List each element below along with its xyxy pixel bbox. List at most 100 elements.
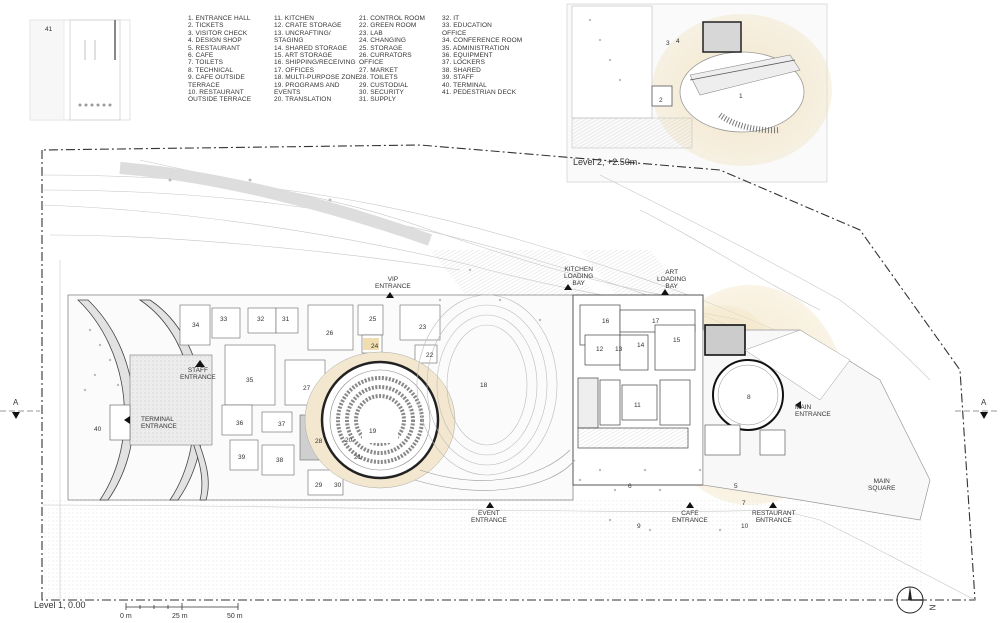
legend-entry: 2. TICKETS xyxy=(188,22,224,30)
entrance-hall-core xyxy=(704,324,851,456)
room-number: 8 xyxy=(747,394,751,401)
section-label-right: A xyxy=(981,398,987,407)
changing-room xyxy=(363,338,379,350)
room-number: 31 xyxy=(282,316,290,323)
legend-entry: 28. TOILETS xyxy=(359,74,398,82)
plaza-paving xyxy=(42,500,922,600)
room-number: 25 xyxy=(369,316,377,323)
legend-entry: 6. CAFE xyxy=(188,52,214,60)
legend-entry: 11. KITCHEN xyxy=(274,15,314,22)
scale-0: 0 m xyxy=(120,613,132,620)
room-number: 10 xyxy=(741,523,749,530)
legend-entry: 3. VISITOR CHECK xyxy=(188,29,248,37)
level-2-title: Level 2, +2.50m xyxy=(573,157,638,167)
legend-entry: 36. EQUIPMENT xyxy=(442,52,493,60)
site-boundary xyxy=(41,144,976,601)
legend-entry: 1. ENTRANCE HALL xyxy=(188,15,251,22)
room-number: 4 xyxy=(676,38,680,45)
legend-entry: 40. TERMINAL xyxy=(442,81,487,89)
section-label-left: A xyxy=(13,398,19,407)
event-hall xyxy=(304,351,456,489)
room-number: 18 xyxy=(480,382,488,389)
legend-entry: 31. SUPPLY xyxy=(359,96,397,104)
room-number: 9 xyxy=(637,523,641,530)
legend-entry: 12. CRATE STORAGE xyxy=(274,22,342,30)
legend-entry: 17. OFFICES xyxy=(274,66,315,74)
entrance-arrows xyxy=(124,284,801,508)
legend-entry: EVENTS xyxy=(274,89,301,97)
level-2-inset xyxy=(566,3,832,183)
room-number: 35 xyxy=(246,377,254,384)
room-number: 16 xyxy=(602,318,610,325)
room-number: 23 xyxy=(419,324,427,331)
room-number: 15 xyxy=(673,337,681,344)
room-number: 24 xyxy=(371,343,379,350)
room-number: 11 xyxy=(634,402,641,409)
legend-entry: 39. STAFF xyxy=(442,74,474,82)
room-number: 1 xyxy=(739,93,743,100)
north-arrow xyxy=(896,586,924,614)
room-number: 2 xyxy=(659,97,663,104)
legend-entry: OUTSIDE TERRACE xyxy=(188,96,252,104)
room-number: 28 xyxy=(315,438,323,445)
legend-entry: 10. RESTAURANT xyxy=(188,89,244,97)
room-number: 20 xyxy=(345,437,353,444)
legend-entry: 8. TECHNICAL xyxy=(188,66,234,74)
room-number: 12 xyxy=(596,346,604,353)
legend-entry: 37. LOCKERS xyxy=(442,59,486,67)
legend-entry: 18. MULTI-PURPOSE ZONE xyxy=(274,74,360,82)
room-number: 14 xyxy=(637,342,645,349)
legend-entry: 41. PEDESTRIAN DECK xyxy=(442,89,517,97)
legend-entry: 30. SECURITY xyxy=(359,89,404,97)
room-number: 13 xyxy=(615,346,623,353)
multi-purpose-zone xyxy=(414,294,576,491)
room-number: 36 xyxy=(236,420,244,427)
legend-entry: 21. CONTROL ROOM xyxy=(359,15,426,22)
scale-25: 25 m xyxy=(172,613,188,620)
room-number: 33 xyxy=(220,316,228,323)
room-number: 26 xyxy=(326,330,334,337)
legend-entry: STAGING xyxy=(274,37,304,45)
north-label: N xyxy=(927,604,937,611)
legend-entry: 13. UNCRAFTING/ xyxy=(274,29,331,37)
legend-entry: 7. TOILETS xyxy=(188,59,224,67)
legend-entry: 14. SHARED STORAGE xyxy=(274,44,348,52)
level-1-title: Level 1, 0.00 xyxy=(34,600,86,610)
furniture-scatter xyxy=(83,178,762,532)
room-number: 37 xyxy=(278,421,286,428)
legend-entry: 16. SHIPPING/RECEIVING xyxy=(274,59,356,67)
legend-entry: 26. CURRATORS xyxy=(359,52,412,60)
legend-entry: 20. TRANSLATION xyxy=(274,96,332,104)
legend-entry: 9. CAFE OUTSIDE xyxy=(188,74,245,82)
section-marker-left xyxy=(0,410,40,419)
legend-entry: 34. CONFERENCE ROOM xyxy=(442,37,523,45)
legend-entry: 23. LAB xyxy=(359,29,383,37)
legend-entry: 35. ADMINISTRATION xyxy=(442,44,510,52)
legend-entry: 24. CHANGING xyxy=(359,37,407,45)
ramp xyxy=(119,162,432,246)
room-number: 30 xyxy=(334,482,342,489)
room-number: 19 xyxy=(369,428,377,435)
room-number: 32 xyxy=(257,316,265,323)
legend-entry: 19. PROGRAMS AND xyxy=(274,81,340,89)
room-number: 34 xyxy=(192,322,200,329)
legend-entry: 29. CUSTODIAL xyxy=(359,81,409,89)
scale-50: 50 m xyxy=(227,613,243,620)
legend-entry: 5. RESTAURANT xyxy=(188,44,241,52)
room-number: 27 xyxy=(303,385,311,392)
legend-entry: 4. DESIGN SHOP xyxy=(188,37,242,45)
room-number: 6 xyxy=(628,483,632,490)
room-number: 22 xyxy=(426,352,434,359)
